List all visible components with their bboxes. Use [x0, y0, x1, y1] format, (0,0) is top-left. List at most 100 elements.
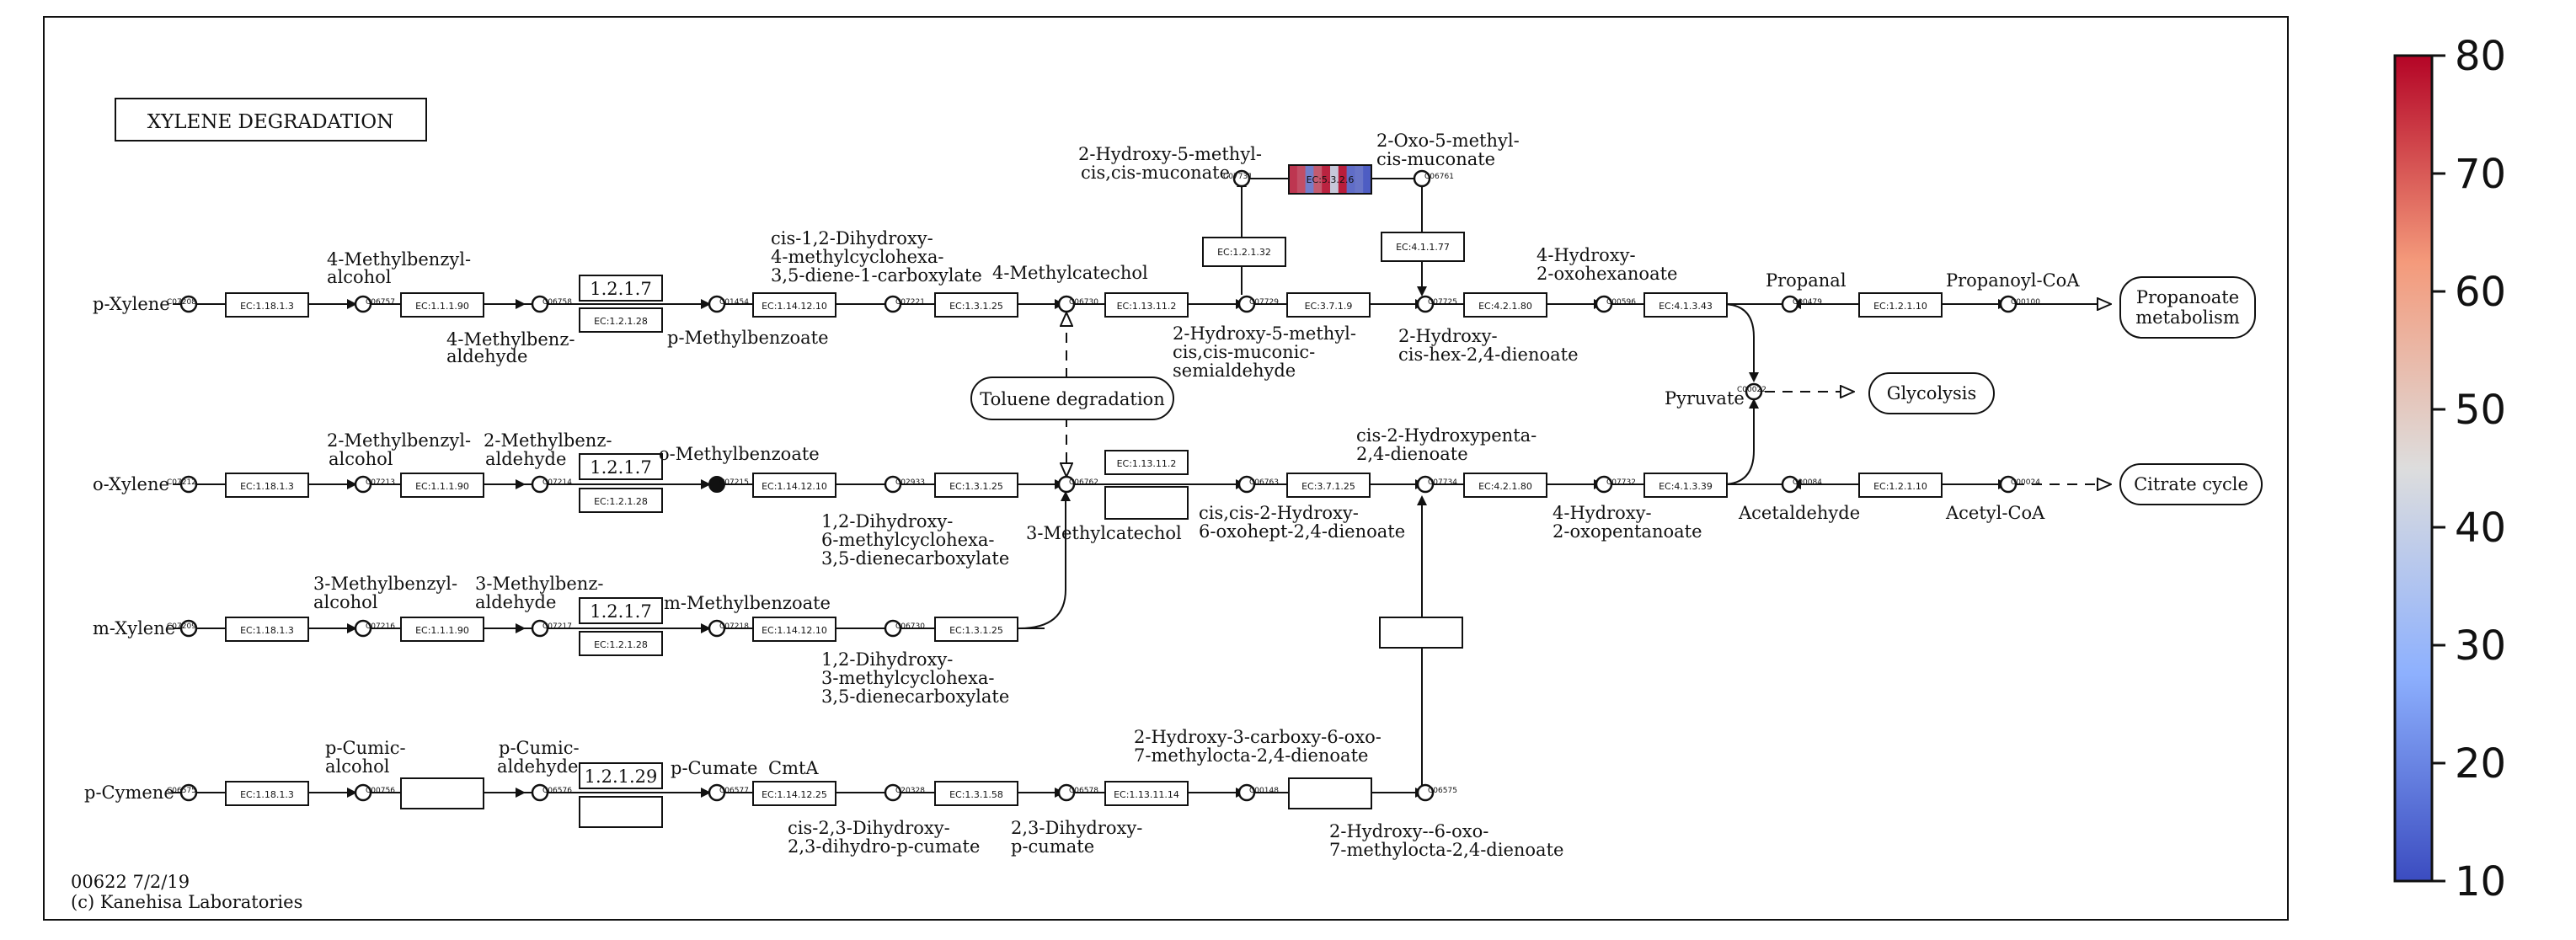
- compound-ids: C07208 C06757 C06758 C01454 C07221 C0673…: [167, 173, 2040, 795]
- svg-text:EC:1.14.12.10: EC:1.14.12.10: [762, 301, 827, 312]
- enzyme-box[interactable]: EC:1.1.1.90: [400, 473, 484, 498]
- svg-text:C06576: C06576: [542, 787, 572, 795]
- enzyme-box[interactable]: EC:1.18.1.3: [225, 617, 309, 642]
- compound-node: [179, 783, 198, 802]
- enzyme-box-empty[interactable]: [1288, 777, 1372, 809]
- enzyme-box[interactable]: EC:3.7.1.9: [1286, 292, 1371, 318]
- svg-text:2-oxopentanoate: 2-oxopentanoate: [1553, 521, 1702, 542]
- enzyme-box[interactable]: EC:1.2.1.28: [579, 631, 663, 656]
- compound-node: [1781, 295, 1799, 313]
- heatmap-enzyme-label: EC:5.3.2.6: [1307, 174, 1355, 185]
- svg-text:4-Methylcatechol: 4-Methylcatechol: [992, 263, 1148, 283]
- svg-text:C00756: C00756: [366, 787, 395, 795]
- svg-text:Acetyl-CoA: Acetyl-CoA: [1945, 503, 2045, 523]
- enzyme-box[interactable]: 1.2.1.7: [579, 275, 663, 302]
- heatmap-enzyme-box[interactable]: EC:5.3.2.6: [1288, 164, 1372, 195]
- enzyme-box-empty[interactable]: [400, 777, 484, 809]
- svg-text:C07216: C07216: [366, 622, 395, 631]
- svg-text:EC:1.18.1.3: EC:1.18.1.3: [240, 481, 294, 492]
- svg-text:EC:4.2.1.80: EC:4.2.1.80: [1478, 301, 1532, 312]
- enzyme-box[interactable]: EC:1.18.1.3: [225, 781, 309, 806]
- pathway-glycolysis[interactable]: Glycolysis: [1868, 372, 1995, 414]
- enzyme-box[interactable]: EC:1.3.1.25: [934, 617, 1018, 642]
- enzyme-box[interactable]: EC:1.3.1.25: [934, 292, 1018, 318]
- enzyme-box[interactable]: 1.2.1.7: [579, 597, 663, 624]
- enzyme-box[interactable]: EC:1.1.1.90: [400, 617, 484, 642]
- enzyme-box[interactable]: EC:4.1.3.39: [1643, 473, 1728, 498]
- svg-text:C07221: C07221: [895, 298, 925, 307]
- enzyme-box[interactable]: EC:1.14.12.10: [752, 617, 836, 642]
- svg-text:6-methylcyclohexa-: 6-methylcyclohexa-: [821, 530, 995, 550]
- compound-node: [1413, 169, 1431, 188]
- svg-text:C07734: C07734: [1428, 478, 1457, 487]
- svg-text:1,2-Dihydroxy-: 1,2-Dihydroxy-: [821, 649, 953, 670]
- compound-node: [1999, 475, 2018, 494]
- enzyme-box[interactable]: EC:3.7.1.25: [1286, 473, 1371, 498]
- svg-text:EC:1.13.11.2: EC:1.13.11.2: [1117, 458, 1177, 469]
- enzyme-box[interactable]: EC:1.13.11.2: [1104, 450, 1189, 475]
- enzyme-box[interactable]: EC:4.2.1.80: [1463, 292, 1547, 318]
- svg-text:2-Hydroxy--6-oxo-: 2-Hydroxy--6-oxo-: [1329, 821, 1488, 841]
- enzyme-box[interactable]: EC:1.2.1.28: [579, 307, 663, 333]
- svg-text:EC:1.2.1.28: EC:1.2.1.28: [594, 639, 648, 650]
- svg-text:3,5-dienecarboxylate: 3,5-dienecarboxylate: [821, 686, 1009, 707]
- svg-text:2-Methylbenz-: 2-Methylbenz-: [484, 430, 612, 451]
- pathway-propanoate-metabolism[interactable]: Propanoate metabolism: [2119, 276, 2256, 339]
- svg-text:C06730: C06730: [1069, 298, 1098, 307]
- svg-text:m-Xylene: m-Xylene: [93, 618, 175, 638]
- svg-text:4-Methylbenzyl-: 4-Methylbenzyl-: [327, 249, 471, 270]
- compound-node: [1595, 475, 1613, 494]
- enzyme-box[interactable]: EC:1.14.12.10: [752, 473, 836, 498]
- enzyme-box[interactable]: EC:4.1.1.77: [1381, 232, 1465, 262]
- enzyme-box[interactable]: EC:1.2.1.10: [1858, 292, 1943, 318]
- enzyme-box[interactable]: 1.2.1.29: [579, 762, 663, 789]
- pathway-citrate-cycle[interactable]: Citrate cycle: [2119, 463, 2263, 505]
- svg-text:alcohol: alcohol: [327, 267, 392, 287]
- enzyme-box[interactable]: EC:4.2.1.80: [1463, 473, 1547, 498]
- svg-text:2-Hydroxy-5-methyl-: 2-Hydroxy-5-methyl-: [1173, 323, 1356, 344]
- svg-text:p-Cumic-: p-Cumic-: [499, 738, 580, 758]
- compound-node: [708, 619, 726, 638]
- enzyme-box[interactable]: EC:1.3.1.25: [934, 473, 1018, 498]
- compound-node: [708, 476, 725, 493]
- pathway-toluene-degradation[interactable]: Toluene degradation: [970, 377, 1174, 420]
- svg-text:p-Methylbenzoate: p-Methylbenzoate: [667, 328, 829, 348]
- heatmap-cell: [1296, 165, 1307, 194]
- enzyme-box[interactable]: EC:1.3.1.58: [934, 781, 1018, 806]
- map-id: 00622 7/2/19: [71, 872, 190, 892]
- compound-node: [1237, 475, 1256, 494]
- enzyme-box[interactable]: EC:1.13.11.2: [1104, 292, 1189, 318]
- enzyme-box-empty[interactable]: [1379, 617, 1463, 649]
- svg-text:2-Hydroxy-5-methyl-: 2-Hydroxy-5-methyl-: [1078, 144, 1262, 164]
- enzyme-box[interactable]: EC:1.18.1.3: [225, 473, 309, 498]
- enzyme-box[interactable]: EC:1.2.1.32: [1202, 237, 1286, 267]
- svg-text:C00100: C00100: [2011, 298, 2040, 307]
- svg-text:C20328: C20328: [895, 787, 925, 795]
- svg-text:aldehyde: aldehyde: [446, 346, 527, 366]
- enzyme-box[interactable]: EC:1.1.1.90: [400, 292, 484, 318]
- compound-nodes[interactable]: [179, 169, 2018, 802]
- svg-text:3,5-dienecarboxylate: 3,5-dienecarboxylate: [821, 548, 1009, 569]
- enzyme-box[interactable]: EC:1.2.1.10: [1858, 473, 1943, 498]
- svg-text:cis-2-Hydroxypenta-: cis-2-Hydroxypenta-: [1356, 425, 1537, 446]
- svg-text:C07208: C07208: [167, 298, 196, 307]
- svg-text:EC:4.1.1.77: EC:4.1.1.77: [1396, 242, 1450, 253]
- enzyme-box[interactable]: EC:1.13.11.14: [1104, 781, 1189, 806]
- colorbar-tick-label: 80: [2455, 33, 2506, 80]
- svg-text:C00024: C00024: [2011, 478, 2040, 487]
- enzyme-box[interactable]: EC:1.14.12.25: [752, 781, 836, 806]
- enzyme-box[interactable]: EC:1.14.12.10: [752, 292, 836, 318]
- enzyme-box[interactable]: EC:4.1.3.43: [1643, 292, 1728, 318]
- enzyme-box-empty[interactable]: [1104, 486, 1189, 520]
- enzyme-box[interactable]: EC:1.18.1.3: [225, 292, 309, 318]
- svg-text:EC:4.1.3.43: EC:4.1.3.43: [1659, 301, 1713, 312]
- compound-node: [531, 783, 549, 802]
- svg-text:EC:1.18.1.3: EC:1.18.1.3: [240, 301, 294, 312]
- compound-node: [179, 295, 198, 313]
- enzyme-box-empty[interactable]: [579, 796, 663, 828]
- compound-node: [1057, 783, 1076, 802]
- enzyme-box[interactable]: 1.2.1.7: [579, 453, 663, 480]
- compound-node: [884, 475, 902, 494]
- enzyme-box[interactable]: EC:1.2.1.28: [579, 488, 663, 513]
- svg-text:EC:1.2.1.28: EC:1.2.1.28: [594, 316, 648, 327]
